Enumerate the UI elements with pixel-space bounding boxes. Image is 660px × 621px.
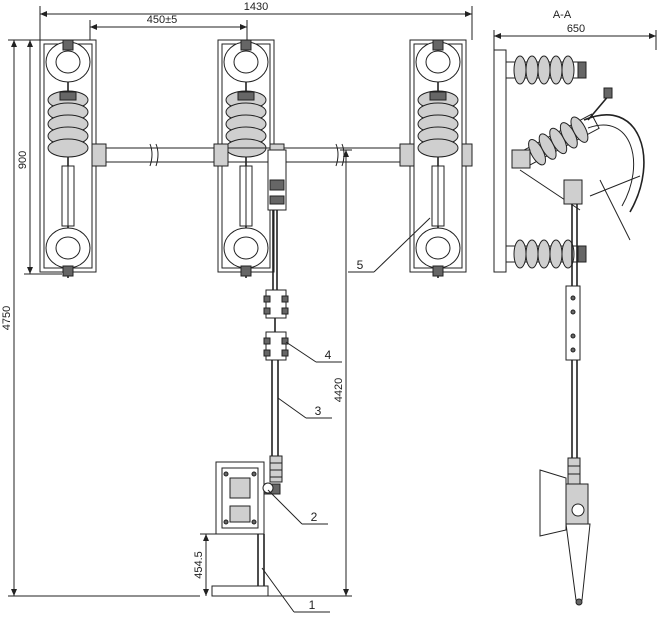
pole-right	[409, 39, 467, 278]
dim-rod-height-label: 4420	[333, 378, 345, 402]
dim-base-height-label: 454.5	[193, 551, 205, 579]
dim-pole-spacing: 450±5	[89, 14, 248, 40]
pole-left	[39, 39, 97, 278]
callout-5-label: 5	[357, 258, 364, 272]
dim-overall-width: 1430	[39, 1, 473, 40]
dim-base-height: 454.5	[193, 533, 216, 596]
dim-pole-spacing-label: 450±5	[147, 14, 178, 26]
dim-frame-height: 900	[17, 40, 62, 275]
section-label: A-A	[553, 9, 572, 21]
dim-rod-height: 4420	[264, 149, 352, 597]
callout-3-label: 3	[315, 404, 322, 418]
callout-1-label: 1	[309, 598, 316, 612]
callout-3: 3	[277, 397, 332, 419]
dim-total-height: 4750	[1, 39, 200, 597]
operating-mechanism	[215, 461, 281, 535]
callout-4: 4	[285, 341, 342, 363]
side-view	[493, 49, 645, 606]
dim-total-height-label: 4750	[1, 306, 13, 330]
dim-overall-width-label: 1430	[244, 1, 268, 13]
callout-4-label: 4	[325, 348, 332, 362]
dim-side-width: 650	[493, 23, 657, 50]
dim-side-width-label: 650	[567, 23, 585, 35]
callout-1: 1	[261, 567, 330, 613]
callout-2: 2	[267, 489, 328, 525]
dim-frame-height-label: 900	[17, 151, 29, 169]
callout-2-label: 2	[311, 510, 318, 524]
callout-5: 5	[348, 217, 431, 273]
operating-rod	[263, 149, 289, 483]
support-base	[211, 534, 269, 597]
pole-center	[217, 39, 275, 278]
